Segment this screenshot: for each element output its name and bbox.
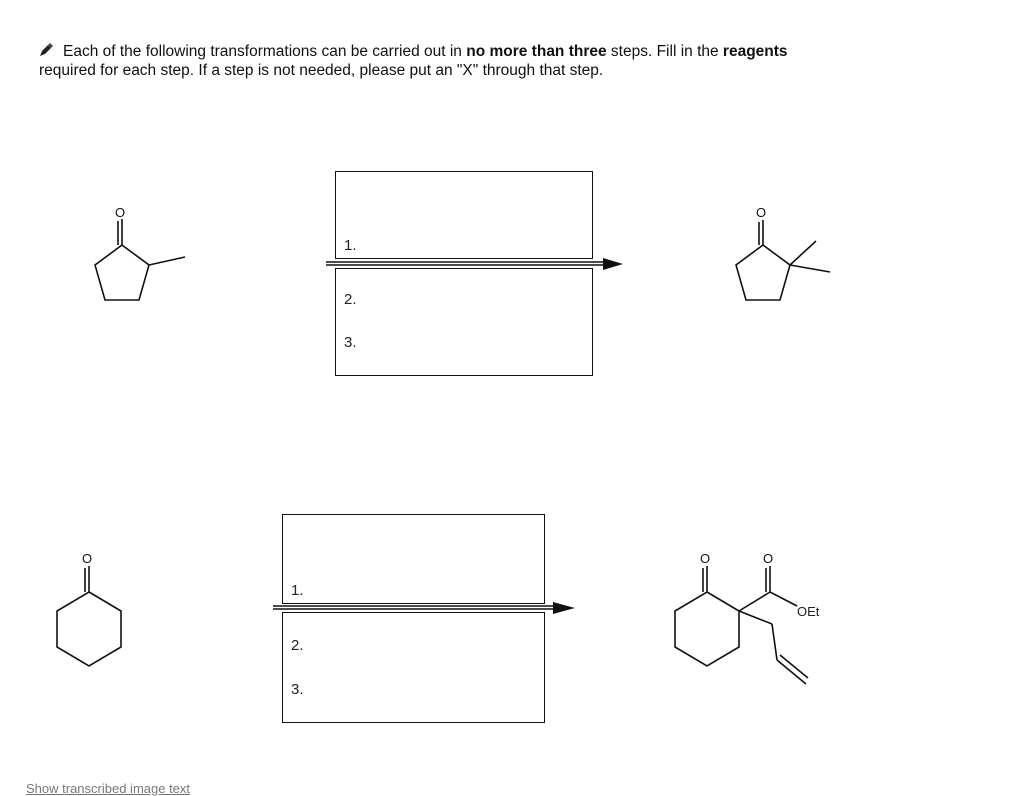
reaction-2-step-2: 2. xyxy=(291,637,304,654)
reactant-2-oxygen: O xyxy=(82,551,92,566)
reagent-box-1-top[interactable] xyxy=(335,171,593,259)
reaction-arrow-1-head xyxy=(603,258,623,270)
reagent-box-1-bottom[interactable] xyxy=(335,268,593,376)
product-2-ester-label: OEt xyxy=(797,604,820,619)
product-2-structure xyxy=(674,566,809,685)
product-2-oxygens: O O xyxy=(700,551,773,566)
reactant-1-structure xyxy=(94,219,186,301)
reagent-box-2-top[interactable] xyxy=(282,514,545,604)
instructions-text-c: steps. Fill in the xyxy=(606,43,723,60)
reaction-2-step-3: 3. xyxy=(291,681,304,698)
product-1-oxygen: O xyxy=(756,205,766,220)
reagent-box-2-bottom[interactable] xyxy=(282,612,545,723)
reaction-arrow-2 xyxy=(273,605,556,610)
reaction-arrow-1 xyxy=(326,261,606,266)
reaction-2-step-1: 1. xyxy=(291,582,304,599)
pen-icon xyxy=(39,43,53,57)
show-transcribed-text-link[interactable]: Show transcribed image text xyxy=(26,781,191,796)
instructions: Each of the following transformations ca… xyxy=(39,42,939,80)
svg-text:O: O xyxy=(756,205,766,220)
reaction-arrow-2-head xyxy=(553,602,575,614)
reactant-1-oxygen: O xyxy=(115,205,125,220)
svg-text:O: O xyxy=(700,551,710,566)
instructions-emphasis-reagents: reagents xyxy=(722,43,788,60)
instructions-line-2: required for each step. If a step is not… xyxy=(39,62,604,79)
reaction-1-step-1: 1. xyxy=(344,237,357,254)
reaction-1-step-2: 2. xyxy=(344,291,357,308)
instructions-line-1: Each of the following transformations ca… xyxy=(39,42,939,61)
instructions-text-a: Each of the following transformations ca… xyxy=(63,43,467,60)
reactant-2-structure xyxy=(56,566,122,667)
reaction-1-step-3: 3. xyxy=(344,334,357,351)
svg-text:O: O xyxy=(763,551,773,566)
product-1-structure xyxy=(735,220,831,301)
svg-text:O: O xyxy=(115,205,125,220)
svg-text:O: O xyxy=(82,551,92,566)
instructions-emphasis-steps: no more than three xyxy=(466,43,607,60)
